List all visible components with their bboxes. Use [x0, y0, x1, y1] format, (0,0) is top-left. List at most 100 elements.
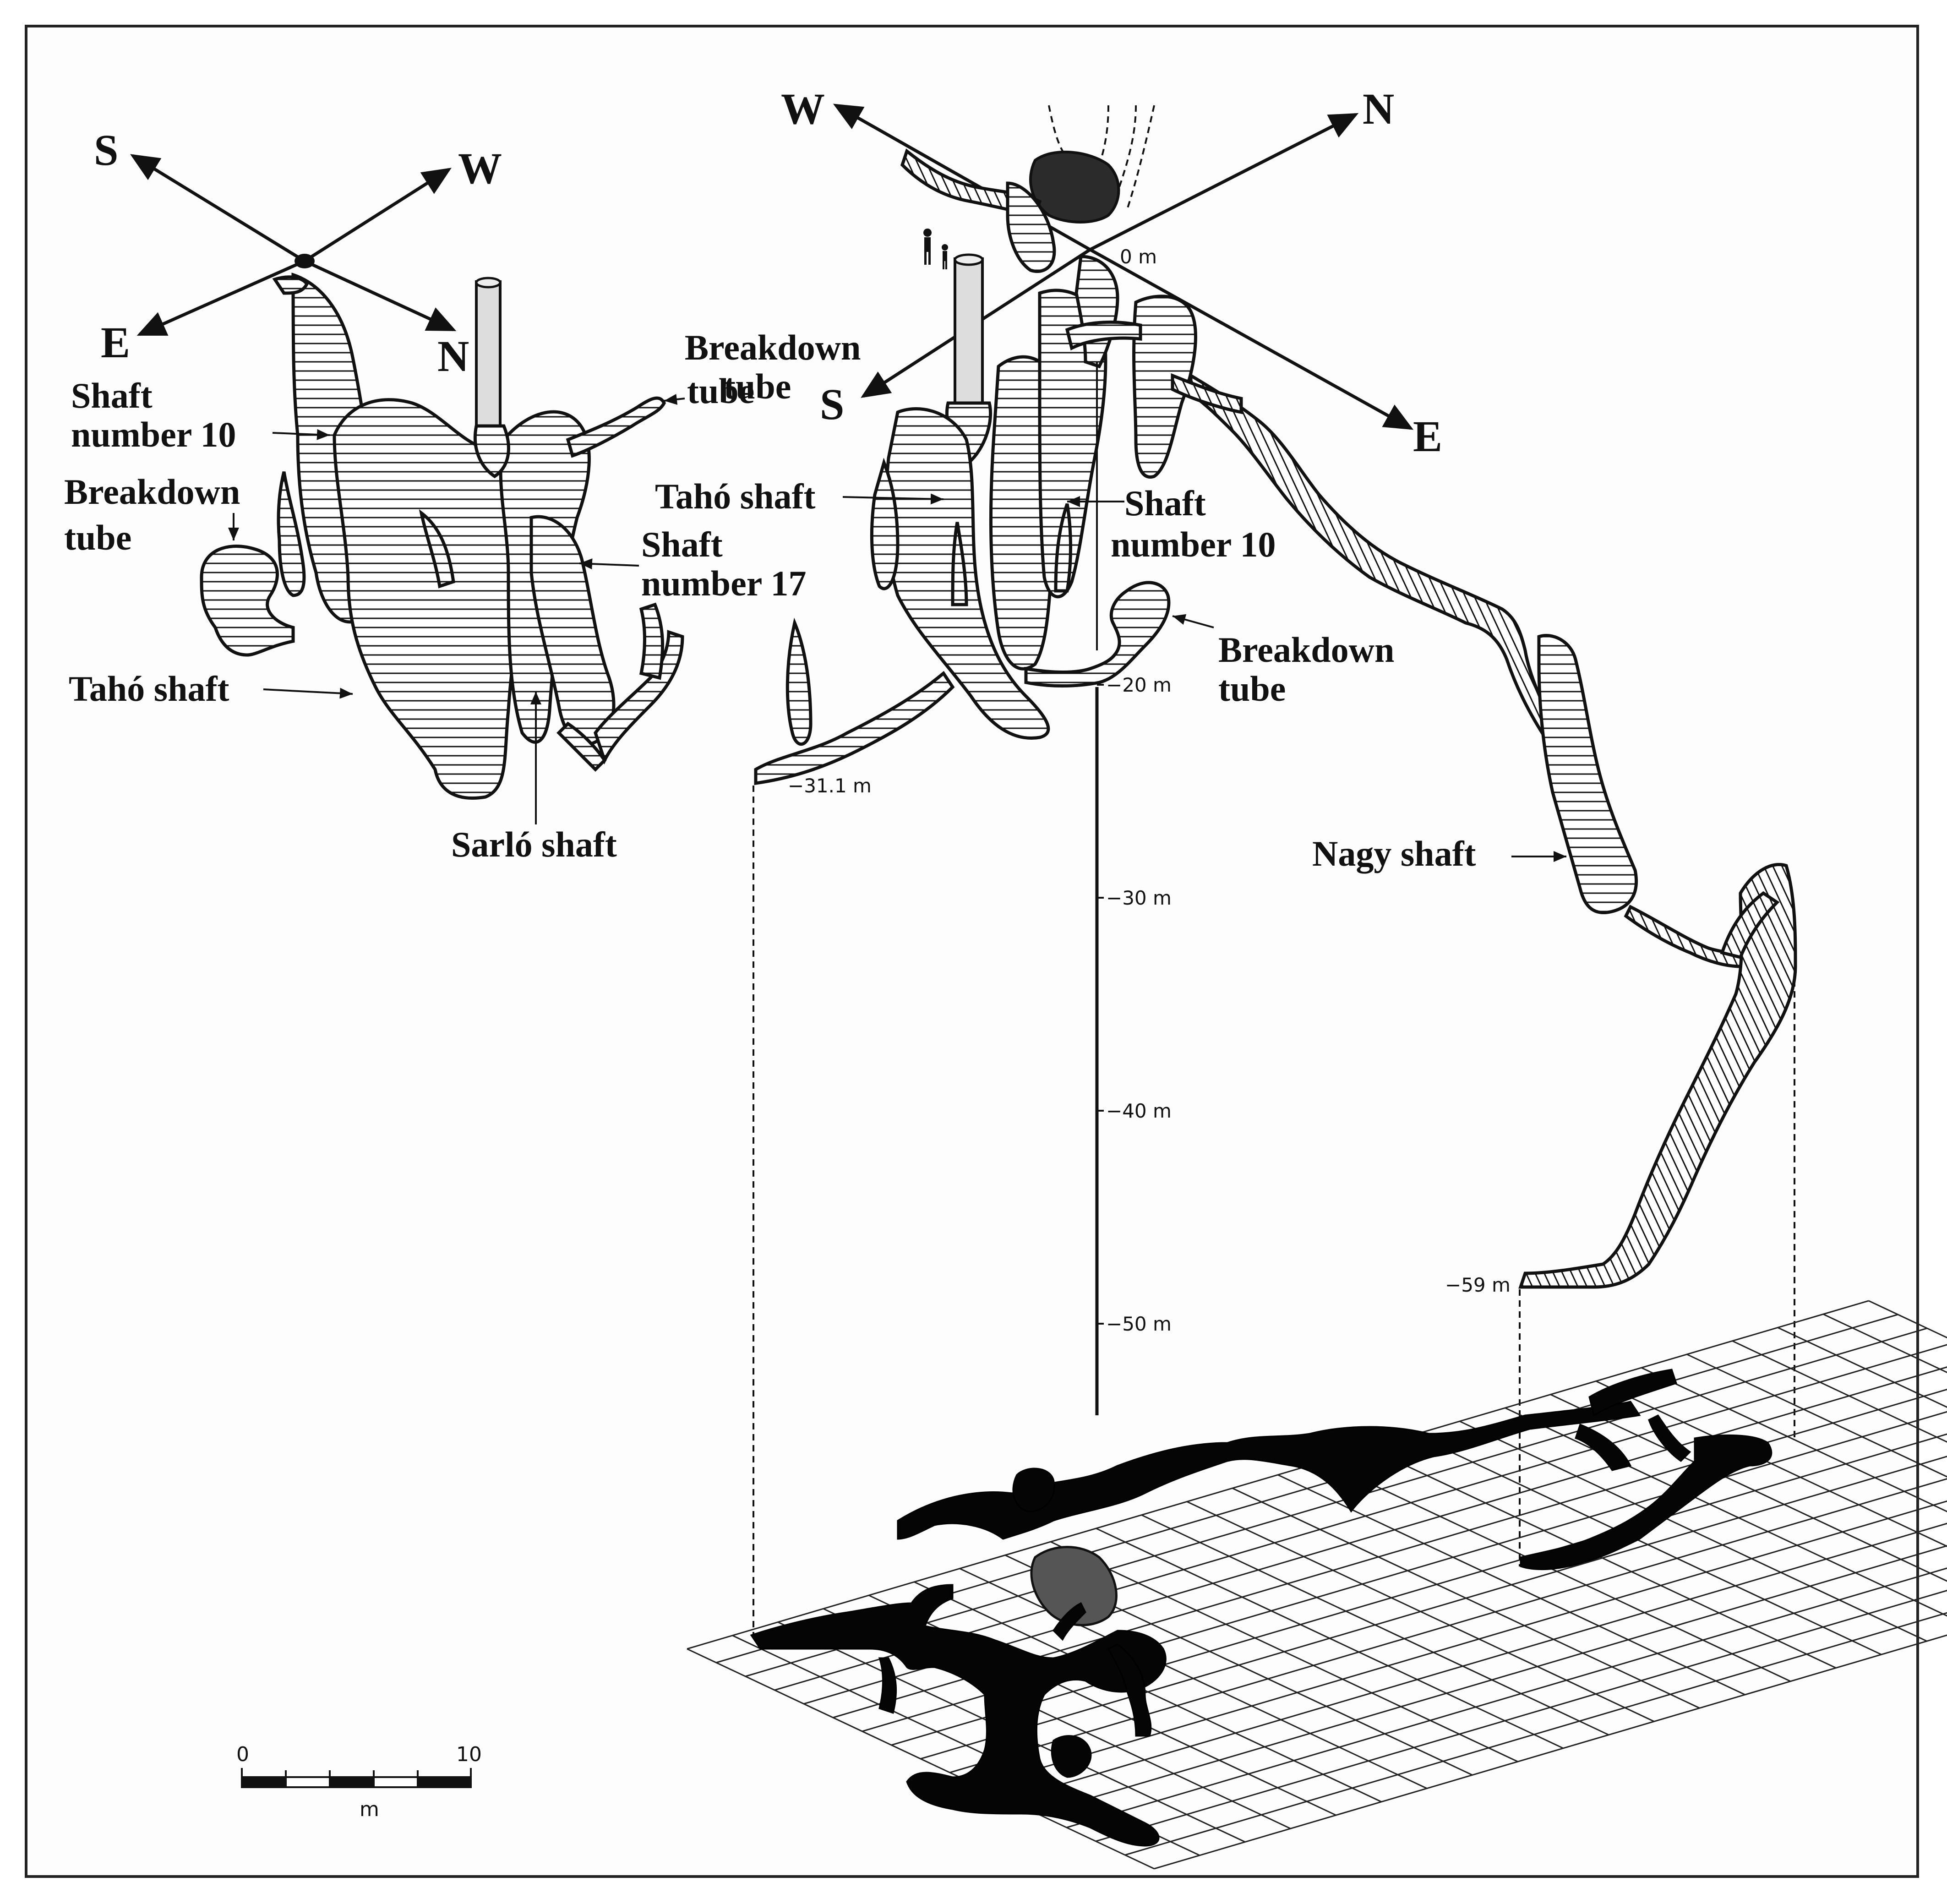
projection-lines [753, 786, 1795, 1635]
right-compass-s: S [820, 380, 844, 429]
depth-ticks [1097, 684, 1104, 1325]
grid-line [687, 1648, 1155, 1870]
grid-line [1868, 1300, 1947, 1339]
grid-line [1823, 1313, 1947, 1374]
left-shaft-main [333, 398, 529, 800]
right-cave-view: W N S E [655, 84, 1797, 1635]
depth-label-59: −59 m [1445, 1274, 1511, 1296]
right-label-shaft10-l1: Shaft [1124, 483, 1206, 523]
grid-line [1505, 1407, 1947, 1617]
right-label-shaft10-l2: number 10 [1111, 524, 1276, 564]
left-entrance-pipe [475, 280, 502, 430]
left-label-sarlo-shaft: Sarló shaft [451, 824, 617, 864]
grid-line [1550, 1394, 1947, 1582]
plan-view [750, 1369, 1772, 1847]
scale-bar: 0 10 m [236, 1743, 482, 1821]
plan-grid [687, 1300, 1947, 1870]
depth-label-40: −40 m [1106, 1100, 1172, 1122]
left-pipe-base [473, 424, 510, 479]
right-shaft-tall-left [870, 458, 900, 590]
grid-line [959, 1568, 1428, 1789]
left-breakdown-tube-west [566, 396, 666, 458]
right-breakdown-tube-bottom [1024, 581, 1171, 687]
right-east-shaft-tie [1065, 320, 1142, 351]
left-branch-east-2 [639, 602, 665, 680]
right-compass-e: E [1413, 412, 1442, 461]
grid-line [1368, 1447, 1837, 1669]
grid-line [1050, 1541, 1518, 1762]
plan-link [1053, 1602, 1086, 1641]
scale-bar-start: 0 [236, 1743, 249, 1766]
grid-line [1096, 1589, 1947, 1842]
grid-line [1777, 1327, 1947, 1408]
left-branch-sw [556, 721, 607, 772]
left-entrance-branch [272, 275, 309, 295]
plan-passage-north [897, 1401, 1641, 1540]
left-cave-view: S W E N Shaft number 10 Breakdown tube B… [64, 125, 861, 864]
left-spike-1 [277, 471, 306, 597]
plan-blob-south [1051, 1735, 1092, 1778]
plan-branch-ne [1588, 1369, 1677, 1417]
plan-branch-ne-2 [1575, 1424, 1632, 1471]
right-east-shaft [1132, 295, 1197, 479]
right-west-descent [1006, 181, 1056, 273]
left-compass-n: N [437, 332, 469, 381]
grid-line [914, 1581, 1382, 1803]
right-label-nagy-shaft: Nagy shaft [1312, 834, 1476, 873]
left-label-shaft17-l1: Shaft [641, 524, 723, 564]
right-compass-w: W [781, 84, 825, 133]
right-shaft-taho [884, 407, 1050, 740]
plan-east-link [1648, 1414, 1691, 1462]
left-compass-w: W [458, 144, 502, 193]
left-label-breakdown-east-l1: Breakdown [64, 472, 240, 512]
left-label-breakdown-west-l2: tube [687, 371, 754, 411]
scale-bar-unit: m [360, 1798, 379, 1821]
grid-line [1641, 1367, 1947, 1512]
grid-line [1008, 1522, 1947, 1801]
depth-label-20: −20 m [1106, 674, 1172, 696]
depth-label-30: −30 m [1106, 887, 1172, 909]
right-small-spike-2 [1054, 503, 1072, 593]
plan-branch-sw [878, 1657, 897, 1714]
grid-line [1232, 1487, 1700, 1709]
plan-branch-e [1107, 1643, 1152, 1737]
left-spike-2 [419, 509, 455, 589]
grid-line [1459, 1420, 1927, 1642]
left-label-shaft17-l2: number 17 [641, 563, 806, 603]
grid-line [1141, 1514, 1609, 1736]
right-label-breakdown-bottom-l1: Breakdown [1218, 630, 1394, 670]
right-small-spike-1 [951, 522, 968, 606]
left-label-taho-shaft: Tahó shaft [69, 669, 229, 709]
right-label-breakdown-bottom-l2: tube [1218, 669, 1286, 709]
right-upper-passage-tail [1171, 373, 1243, 415]
right-compass-n: N [1363, 84, 1394, 133]
left-label-shaft10-l2: number 10 [71, 415, 236, 454]
right-lower-branch [754, 671, 955, 786]
scale-bar-end: 10 [456, 1743, 482, 1766]
left-compass: S W E N [94, 125, 502, 381]
left-label-breakdown-east-l2: tube [64, 518, 131, 557]
plan-east-long [1520, 1434, 1772, 1571]
left-label-shaft10-l1: Shaft [71, 376, 153, 415]
grid-line [1732, 1340, 1947, 1443]
grid-line [1323, 1461, 1791, 1682]
grid-line [1414, 1434, 1882, 1655]
right-label-taho-shaft: Tahó shaft [655, 476, 815, 516]
grid-line [1686, 1353, 1947, 1478]
plan-passage-south [750, 1584, 1167, 1847]
right-surface-outline [1048, 105, 1155, 211]
plan-chamber-grey [1030, 1546, 1118, 1626]
right-label-breakdown-top-l2: tube [724, 366, 791, 406]
human-figure-icon [923, 229, 948, 269]
grid-line [1595, 1380, 1947, 1547]
depth-label-0: 0 m [1120, 246, 1157, 268]
grid-line [1096, 1528, 1564, 1749]
right-nagy-shaft [1537, 633, 1638, 915]
left-compass-e: E [101, 318, 130, 367]
grid-line [1277, 1474, 1745, 1696]
right-lower-spike [785, 617, 813, 746]
plan-blob-1 [1012, 1468, 1055, 1512]
depth-label-31: −31.1 m [788, 775, 872, 797]
left-label-breakdown-west-l1: Breakdown [685, 327, 861, 367]
